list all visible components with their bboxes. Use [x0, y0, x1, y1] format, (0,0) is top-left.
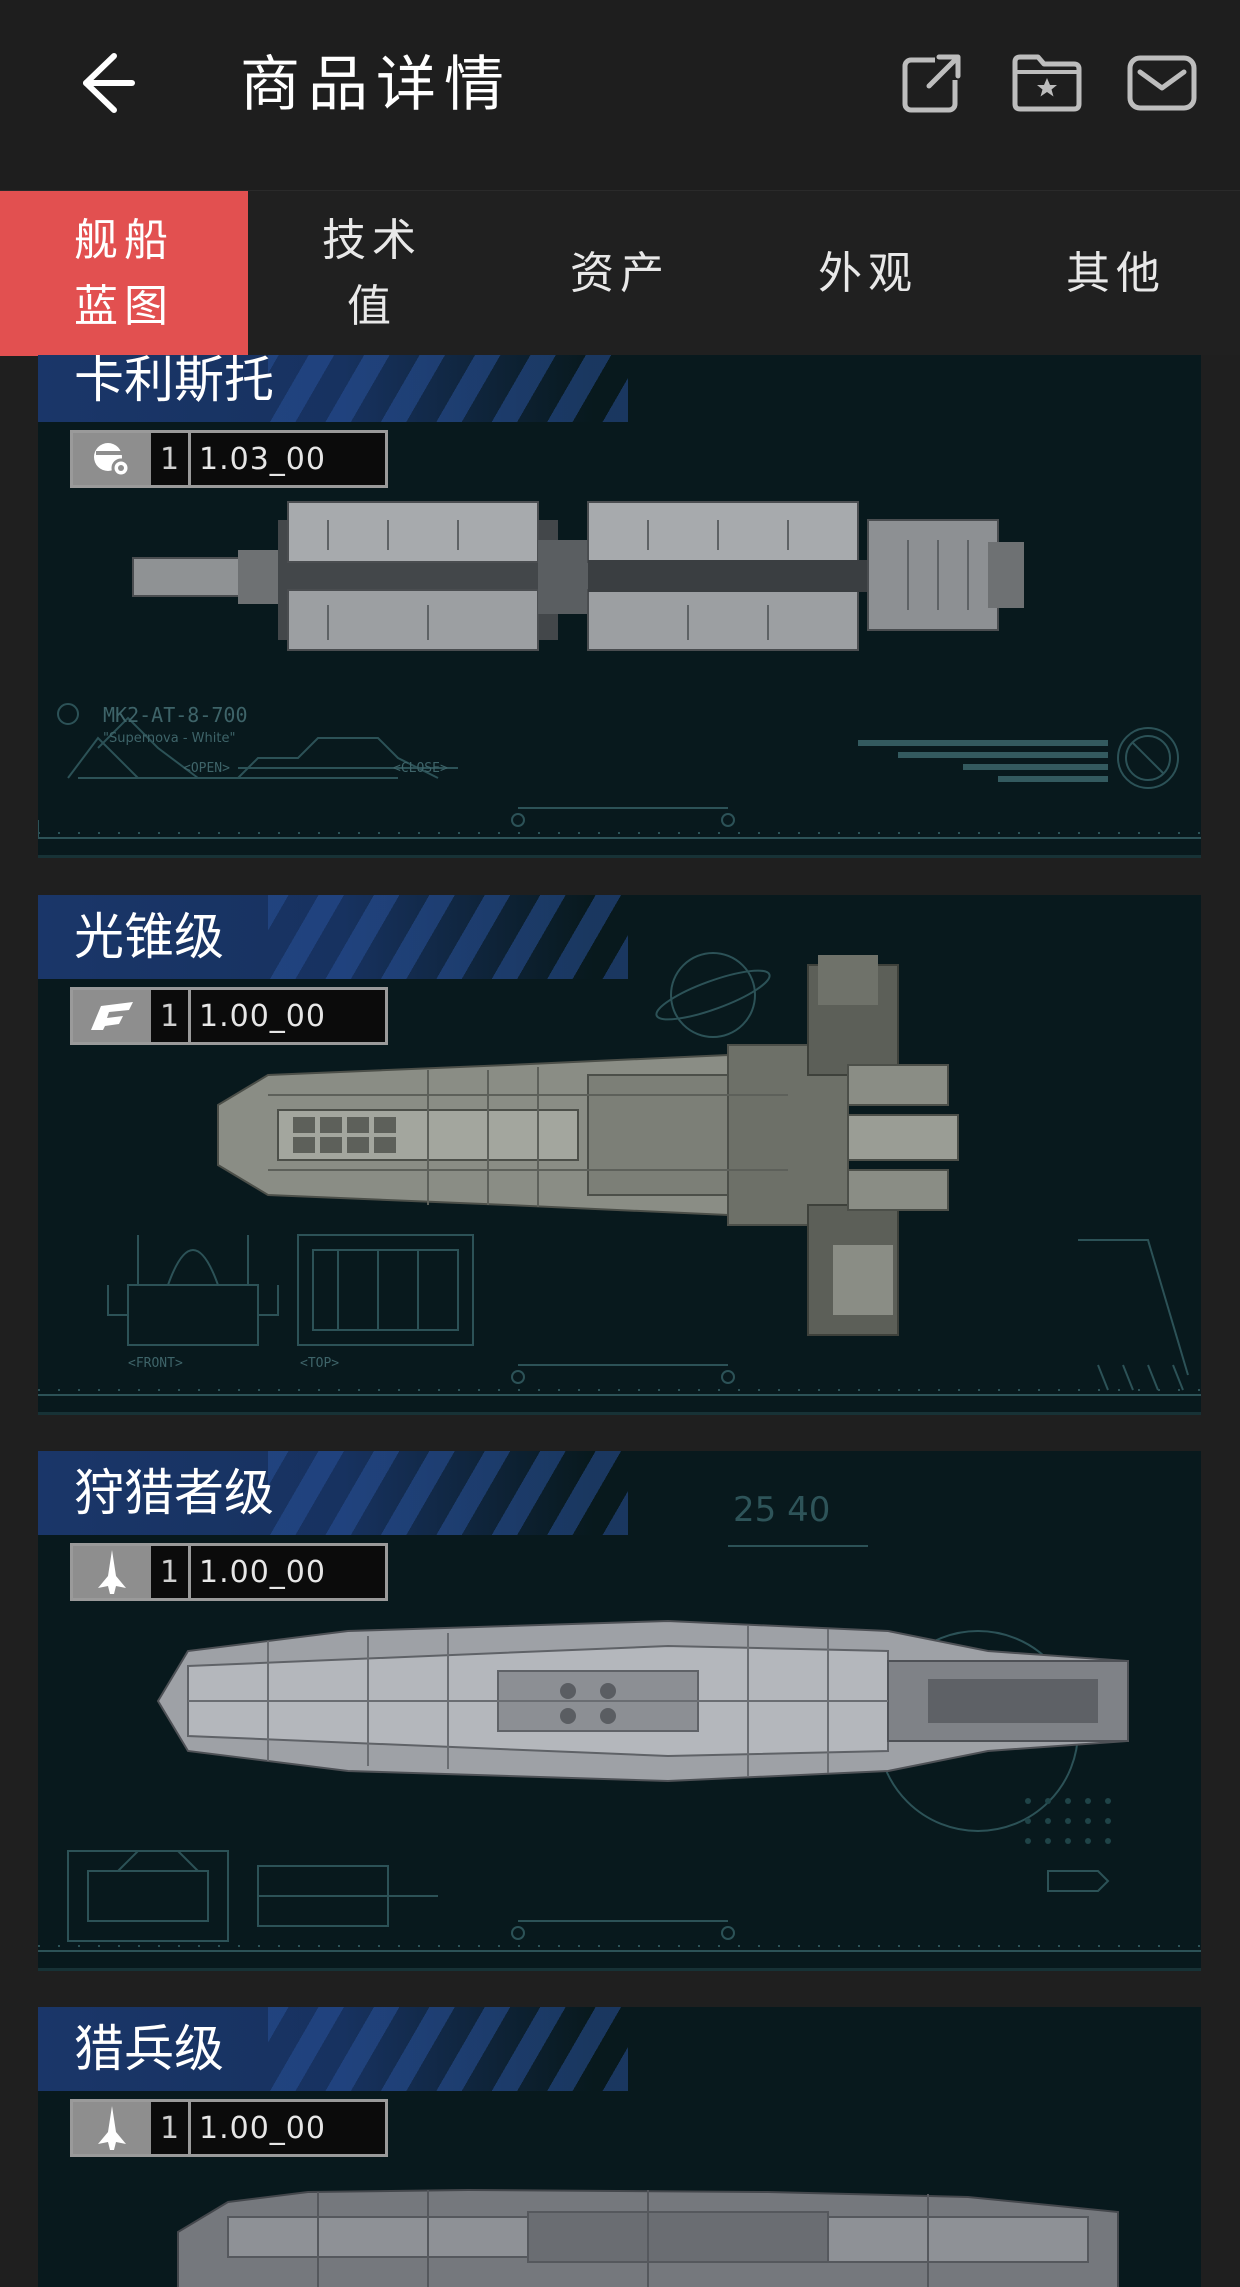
blueprint-top-label: <TOP>: [300, 1356, 339, 1371]
share-button[interactable]: [890, 44, 974, 122]
category-tabs: 舰船蓝图 技术值 资产 外观 其他: [0, 190, 1240, 356]
rocket-icon: [98, 2106, 126, 2150]
ship-list[interactable]: MK2-AT-8-700 "Supernova - White" <OPEN> …: [0, 355, 1240, 2287]
ship-card[interactable]: 25 40 狩猎者级 1 1.00_00: [38, 1451, 1201, 1971]
blueprint-schematic: <FRONT> <TOP>: [38, 952, 1201, 1396]
ship-version: 1.00_00: [199, 998, 326, 1034]
ship-image: [132, 501, 1024, 651]
ship-version: 1.03_00: [199, 441, 326, 477]
mail-icon: [1127, 55, 1197, 111]
tab-other[interactable]: 其他: [1066, 247, 1166, 299]
ship-tag: 1 1.00_00: [70, 987, 388, 1045]
back-arrow-icon: [83, 53, 135, 113]
ship-name: 狩猎者级: [74, 1464, 274, 1522]
blueprint-close-label: <CLOSE>: [393, 761, 448, 776]
ship-tag: 1 1.00_00: [70, 2099, 388, 2157]
ship-count: 1: [151, 433, 191, 485]
blueprint-front-label: <FRONT>: [128, 1356, 183, 1371]
tab-assets[interactable]: 资产: [570, 247, 670, 299]
blueprint-schematic: MK2-AT-8-700 "Supernova - White" <OPEN> …: [38, 703, 1201, 839]
tab-tech-value[interactable]: 技术值: [322, 214, 422, 332]
ship-version: 1.00_00: [199, 2110, 326, 2146]
back-button[interactable]: [60, 38, 150, 128]
gear-planet-icon: [94, 443, 131, 478]
ship-version: 1.00_00: [199, 1554, 326, 1590]
blueprint-subtitle: "Supernova - White": [103, 731, 235, 746]
tab-appearance[interactable]: 外观: [818, 247, 918, 299]
ship-card[interactable]: <FRONT> <TOP> 光锥级 1 1.00_00: [38, 895, 1201, 1415]
mail-button[interactable]: [1120, 44, 1204, 122]
ship-name: 猎兵级: [74, 2020, 224, 2078]
blueprint-code: MK2-AT-8-700: [103, 703, 248, 727]
share-icon: [902, 54, 961, 113]
ship-tag: 1 1.00_00: [70, 1543, 388, 1601]
folder-star-icon: [1012, 54, 1082, 112]
rocket-icon: [98, 1550, 126, 1594]
blueprint-open-label: <OPEN>: [183, 761, 230, 776]
ship-count: 1: [151, 1546, 191, 1598]
ship-name: 光锥级: [74, 908, 224, 966]
wing-icon: [91, 1002, 133, 1030]
page-title: 商品详情: [240, 50, 512, 120]
ship-image: [217, 955, 959, 1336]
tab-ship-blueprint[interactable]: 舰船蓝图: [0, 191, 248, 356]
favorite-folder-button[interactable]: [1005, 44, 1089, 122]
blueprint-schematic: 25 40: [38, 1490, 1201, 1952]
ship-count: 1: [151, 2102, 191, 2154]
blueprint-numbers: 25 40: [733, 1490, 830, 1530]
app-header: 商品详情: [0, 0, 1240, 190]
ship-image: [156, 1619, 1129, 1783]
ship-card[interactable]: MK2-AT-8-700 "Supernova - White" <OPEN> …: [38, 355, 1201, 858]
ship-name: 卡利斯托: [74, 355, 274, 409]
ship-card[interactable]: 猎兵级 1 1.00_00: [38, 2007, 1201, 2287]
ship-image: [177, 2188, 1119, 2287]
ship-count: 1: [151, 990, 191, 1042]
ship-tag: 1 1.03_00: [70, 430, 388, 488]
